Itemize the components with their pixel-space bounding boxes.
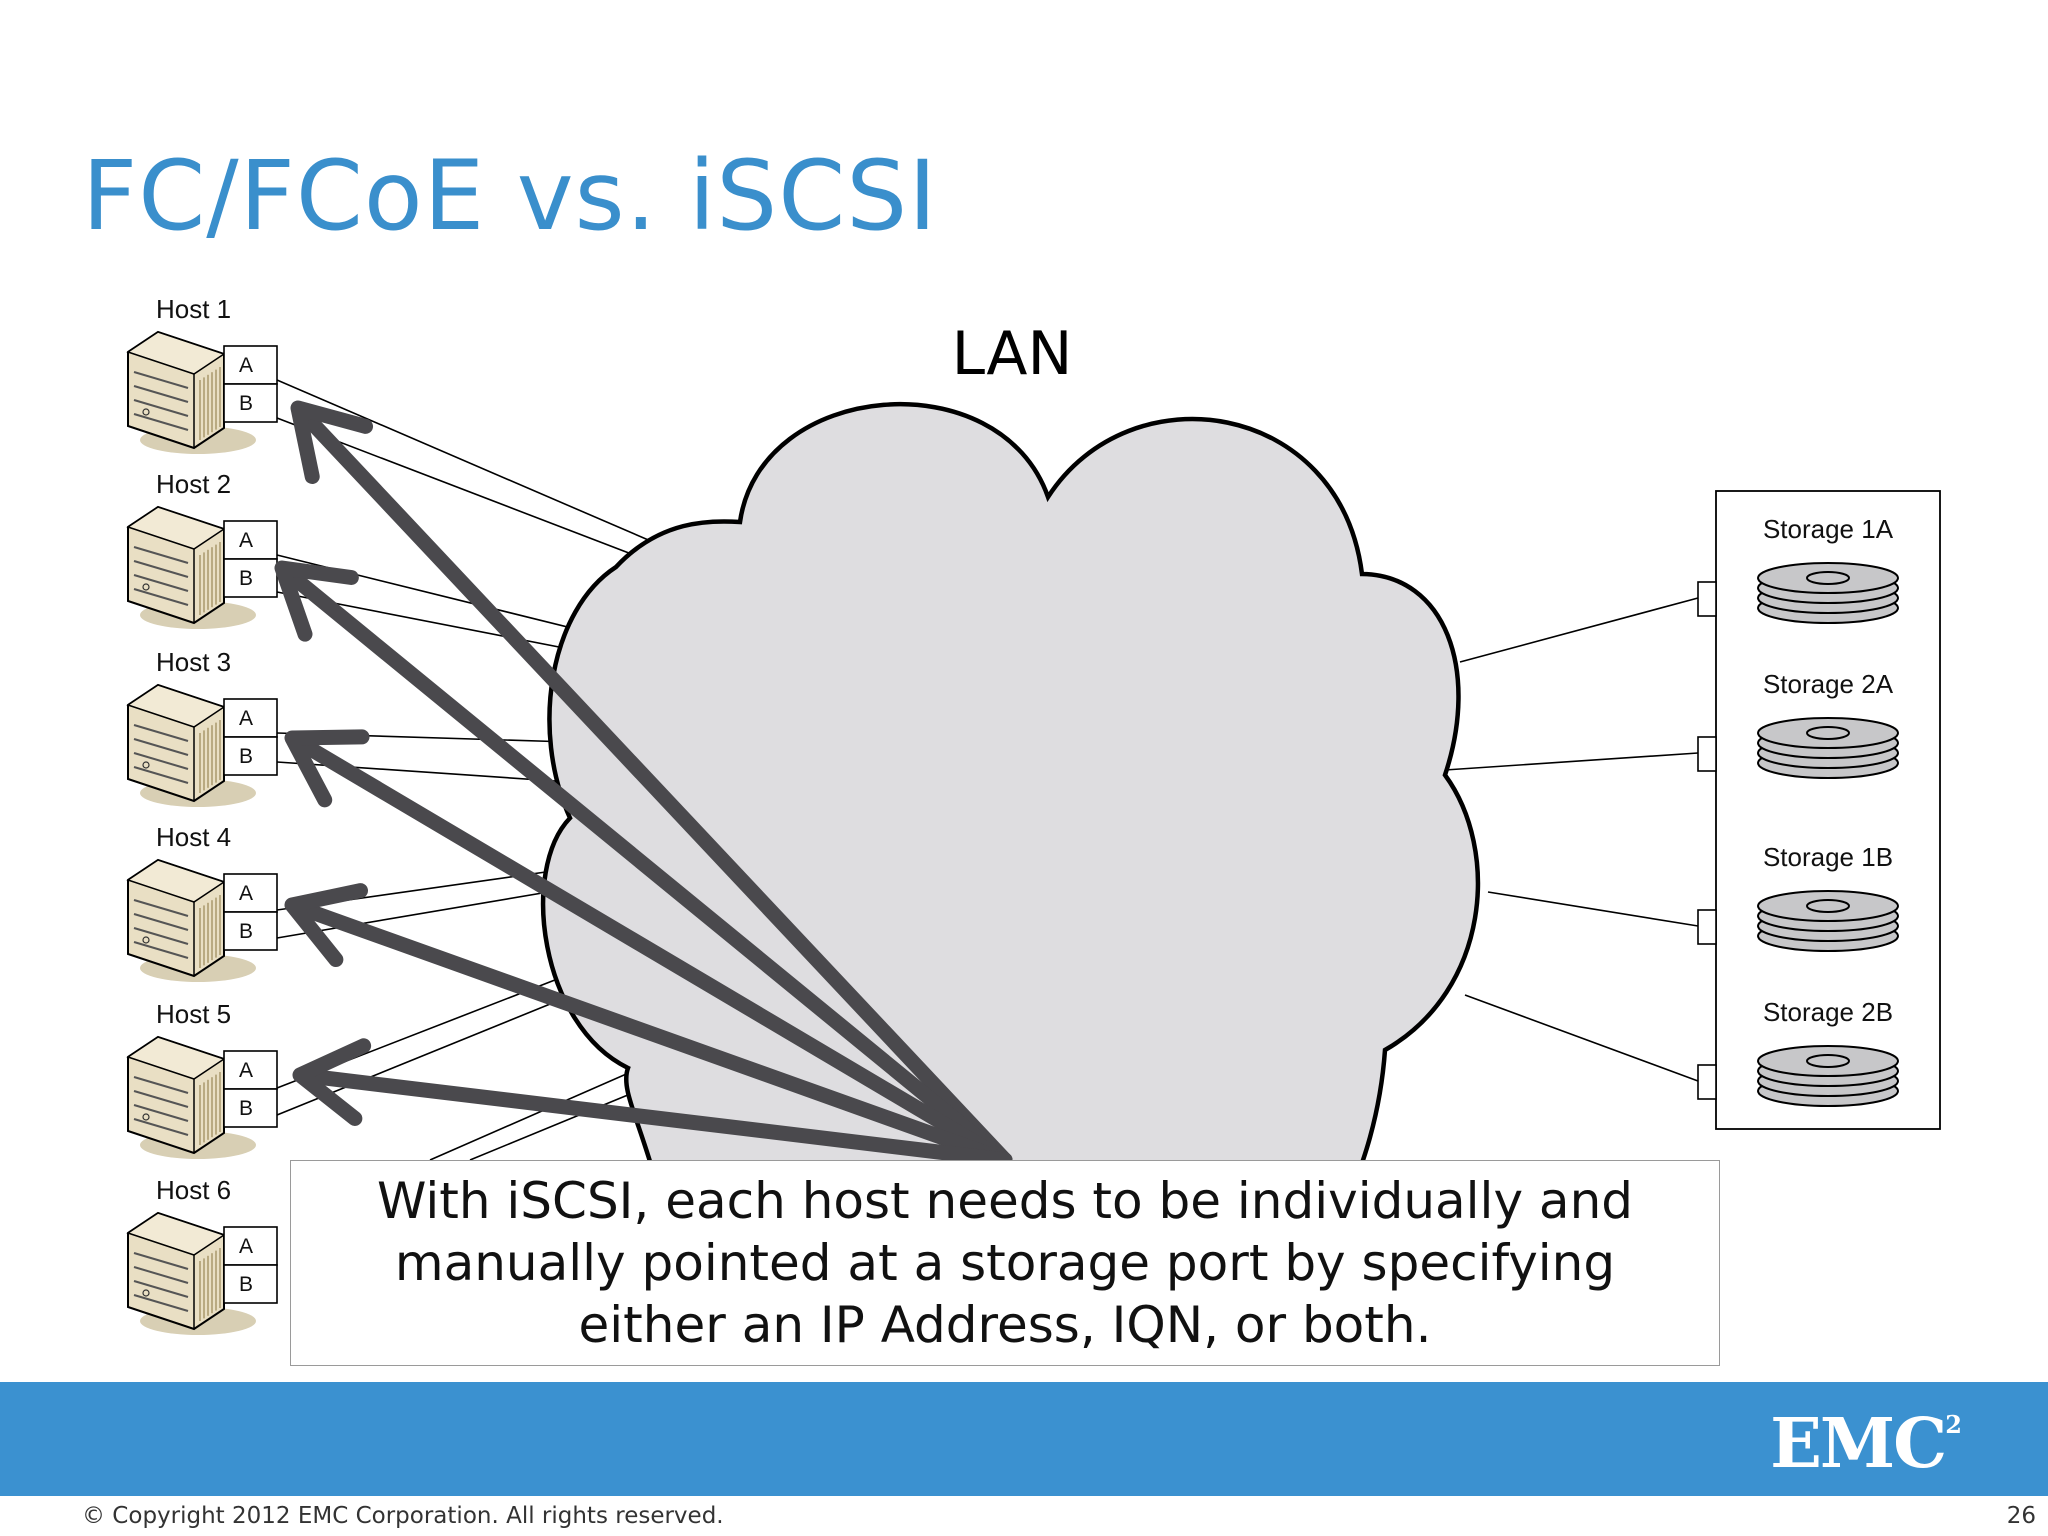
host-label: Host 3 — [156, 647, 231, 677]
storage-unit: Storage 2B — [1697, 997, 1899, 1107]
callout-line: With iSCSI, each host needs to be indivi… — [376, 1172, 1633, 1230]
host-4: Host 4 AB — [126, 822, 278, 982]
host-label: Host 5 — [156, 999, 231, 1029]
storage-label: Storage 1B — [1763, 842, 1893, 872]
port-box — [223, 383, 278, 423]
port-box — [223, 911, 278, 951]
arrow-icon — [274, 560, 1013, 1168]
port-label: A — [239, 354, 253, 377]
emc-logo: EMC2 — [1770, 1404, 1962, 1484]
storage-label: Storage 2B — [1763, 997, 1893, 1027]
host-6: Host 6 AB — [126, 1175, 278, 1335]
server-icon — [126, 505, 256, 629]
network-cable — [429, 1067, 641, 1161]
server-icon — [126, 683, 256, 807]
network-cable — [1444, 752, 1699, 771]
port-box — [223, 1226, 278, 1266]
port-label: B — [239, 567, 253, 590]
network-cable — [1487, 891, 1699, 927]
network-cable — [469, 1089, 641, 1161]
storage-port — [1697, 736, 1717, 772]
storage-port — [1697, 1064, 1717, 1100]
storage-label: Storage 1A — [1763, 514, 1894, 544]
server-icon — [126, 330, 256, 454]
network-cable — [1464, 994, 1699, 1082]
port-box — [223, 1088, 278, 1128]
port-label: B — [239, 920, 253, 943]
port-label: B — [239, 1273, 253, 1296]
arrow-icon — [292, 1038, 1013, 1168]
port-label: A — [239, 707, 253, 730]
disk-stack-icon — [1757, 562, 1899, 624]
page-number: 26 — [2006, 1503, 2036, 1529]
port-box — [223, 698, 278, 738]
port-box — [223, 1264, 278, 1304]
port-label: B — [239, 745, 253, 768]
cloud-icon — [540, 401, 1481, 1199]
network-cable — [1459, 597, 1699, 663]
storage-port — [1697, 909, 1717, 945]
footer-band — [0, 1382, 2048, 1496]
port-label: B — [239, 1097, 253, 1120]
port-label: A — [239, 1235, 253, 1258]
pointer-arrows — [274, 400, 1013, 1168]
host-label: Host 4 — [156, 822, 231, 852]
port-box — [223, 736, 278, 776]
disk-stack-icon — [1757, 717, 1899, 779]
host-5: Host 5 AB — [126, 999, 278, 1159]
host-label: Host 2 — [156, 469, 231, 499]
server-icon — [126, 1211, 256, 1335]
storage-unit: Storage 2A — [1697, 669, 1899, 779]
server-icon — [126, 1035, 256, 1159]
network-cable — [276, 889, 561, 939]
iscsi-callout: With iSCSI, each host needs to be indivi… — [290, 1160, 1720, 1366]
disk-stack-icon — [1757, 890, 1899, 952]
port-label: B — [239, 392, 253, 415]
slide-title: FC/FCoE vs. iSCSI — [82, 140, 938, 252]
disk-stack-icon — [1757, 1045, 1899, 1107]
port-box — [223, 558, 278, 598]
callout-line: either an IP Address, IQN, or both. — [578, 1296, 1432, 1354]
storage-port — [1697, 581, 1717, 617]
lan-label: LAN — [952, 319, 1073, 389]
storage-unit: Storage 1A — [1697, 514, 1899, 624]
network-cable — [276, 379, 661, 546]
host-1: Host 1 AB — [126, 294, 278, 454]
network-cable — [276, 417, 661, 566]
storage-unit: Storage 1B — [1697, 842, 1899, 952]
arrow-icon — [290, 400, 1013, 1168]
host-3: Host 3 AB — [126, 647, 278, 807]
arrow-icon — [284, 729, 1013, 1168]
port-label: A — [239, 882, 253, 905]
server-icon — [126, 858, 256, 982]
host-label: Host 6 — [156, 1175, 231, 1205]
storage-array: Storage 1A Storage 2A Storage 1B Storage 2B — [1697, 490, 1941, 1130]
port-label: A — [239, 529, 253, 552]
host-label: Host 1 — [156, 294, 231, 324]
callout-line: manually pointed at a storage port by sp… — [394, 1234, 1616, 1292]
arrow-icon — [284, 883, 1013, 1168]
port-box — [223, 1050, 278, 1090]
copyright-notice: © Copyright 2012 EMC Corporation. All ri… — [82, 1503, 724, 1529]
storage-label: Storage 2A — [1763, 669, 1894, 699]
host-2: Host 2 AB — [126, 469, 278, 629]
port-label: A — [239, 1059, 253, 1082]
